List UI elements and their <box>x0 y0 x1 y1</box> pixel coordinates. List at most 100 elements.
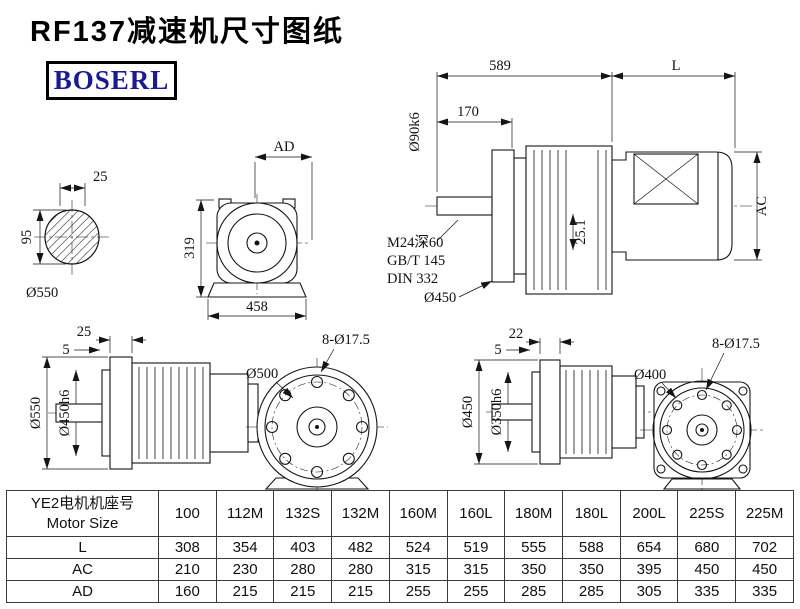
brand-logo: BOSERL <box>46 61 177 100</box>
page-title: RF137减速机尺寸图纸 <box>30 16 345 48</box>
table-cell: 403 <box>273 536 333 559</box>
table-cell: 280 <box>331 558 390 581</box>
dim-outer-dia: Ø450 <box>460 396 476 428</box>
table-cell: 680 <box>677 536 737 559</box>
dim-spigot-dia: Ø450h6 <box>57 390 73 437</box>
table-cell: 450 <box>677 558 737 581</box>
col-header: 112M <box>215 490 275 537</box>
table-row-l: L 308 354 403 482 524 519 555 588 654 68… <box>6 536 794 559</box>
dim-458: 458 <box>246 299 268 315</box>
table-cell: 215 <box>273 580 333 603</box>
dim-flange-dia: Ø450 <box>424 290 456 306</box>
table-row-ad: AD 160 215 215 215 255 255 285 285 305 3… <box>6 580 794 603</box>
dim-flange-thickness: 22 <box>509 326 524 342</box>
table-cell: 285 <box>562 580 621 603</box>
col-header: 180M <box>504 490 564 537</box>
dim-ad: AD <box>274 139 295 155</box>
dim-319: 319 <box>182 237 198 259</box>
technical-drawing: 25 95 Ø550 AD 319 <box>19 58 770 490</box>
spigot <box>531 371 541 453</box>
dim-tap: M24深60 <box>387 234 443 251</box>
flange-foot <box>662 478 742 490</box>
row-label: AD <box>6 580 159 603</box>
flange-foot <box>264 477 370 490</box>
table-row-ac: AC 210 230 280 280 315 315 350 350 395 4… <box>6 558 794 581</box>
row-label: AC <box>6 558 159 581</box>
dim-shaft-height: 95 <box>19 230 35 245</box>
table-cell: 230 <box>215 558 275 581</box>
motor-size-header-en: Motor Size <box>46 514 119 532</box>
brand-logo-text: BOSERL <box>53 65 170 95</box>
table-cell: 654 <box>619 536 679 559</box>
gear-housing <box>525 145 613 295</box>
dim-holes: 8-Ø17.5 <box>712 336 760 352</box>
table-cell: 210 <box>158 558 217 581</box>
flange-foot <box>207 282 307 298</box>
dim-170: 170 <box>457 104 479 120</box>
standard-din: DIN 332 <box>387 271 438 287</box>
table-cell: 335 <box>677 580 737 603</box>
row-label: L <box>6 536 159 559</box>
table-cell: 395 <box>619 558 679 581</box>
dim-holes: 8-Ø17.5 <box>322 332 370 348</box>
table-cell: 519 <box>446 536 506 559</box>
table-cell: 482 <box>331 536 390 559</box>
body-fins <box>138 367 204 459</box>
standard-gbt: GB/T 145 <box>387 253 445 269</box>
flange-front-view: AD 319 458 <box>182 139 313 320</box>
dim-flange-thickness: 25 <box>77 324 92 340</box>
spigot <box>101 369 111 457</box>
table-cell: 160 <box>158 580 217 603</box>
col-header: 160M <box>388 490 448 537</box>
side-view-left: 25 5 Ø550 Ø450h6 <box>28 324 266 470</box>
dim-keyway-width: 25 <box>93 169 108 185</box>
bolt-holes <box>661 389 743 471</box>
table-cell: 280 <box>273 558 333 581</box>
table-cell: 315 <box>388 558 448 581</box>
col-header: 180L <box>562 490 621 537</box>
table-header-row: YE2电机机座号 Motor Size 100 112M 132S 132M 1… <box>6 490 794 537</box>
dim-spigot-depth: 5 <box>494 342 501 358</box>
table-cell: 255 <box>388 580 448 603</box>
col-header: 132S <box>273 490 333 537</box>
dim-key-height: 25.1 <box>573 219 589 244</box>
table-cell: 305 <box>619 580 679 603</box>
table-cell: 555 <box>504 536 564 559</box>
col-header: 100 <box>158 490 217 537</box>
main-assembly-view: 589 L 170 Ø90k6 M24深60 GB/T 145 DIN 332 … <box>387 58 770 306</box>
table-cell: 285 <box>504 580 564 603</box>
table-cell: 524 <box>388 536 448 559</box>
dim-spigot-depth: 5 <box>62 342 69 358</box>
motor-size-header-cn: YE2电机机座号 <box>30 494 135 512</box>
gear-body <box>559 365 613 459</box>
side-view-right: 22 5 Ø450 Ø350h6 <box>460 326 652 465</box>
body-fins <box>565 370 607 454</box>
shaft-section-circle <box>44 209 100 265</box>
output-flange <box>491 149 515 283</box>
dim-l: L <box>672 58 681 74</box>
table-cell: 255 <box>446 580 506 603</box>
col-header: 132M <box>331 490 390 537</box>
table-cell: 702 <box>735 536 794 559</box>
dim-589: 589 <box>489 58 511 74</box>
motor-size-table: YE2电机机座号 Motor Size 100 112M 132S 132M 1… <box>6 490 794 603</box>
col-header: 200L <box>619 490 679 537</box>
table-cell: 588 <box>562 536 621 559</box>
motor-size-header: YE2电机机座号 Motor Size <box>6 490 159 537</box>
housing-fins <box>533 150 607 290</box>
dim-ac: AC <box>754 196 770 216</box>
flange-disc <box>109 356 133 470</box>
table-cell: 315 <box>446 558 506 581</box>
dim-shaft-dia: Ø90k6 <box>407 112 423 151</box>
shaft-section-view: 25 95 Ø550 <box>19 169 112 301</box>
col-header: 225S <box>677 490 737 537</box>
input-shaft <box>436 196 493 216</box>
table-cell: 215 <box>331 580 390 603</box>
flange-face-right: Ø400 8-Ø17.5 <box>634 336 764 490</box>
dim-outer-dia: Ø550 <box>28 397 44 429</box>
dim-shaft-outer-dia: Ø550 <box>26 285 58 301</box>
table-cell: 335 <box>735 580 794 603</box>
flange-face-left: Ø500 8-Ø17.5 <box>246 332 388 490</box>
table-cell: 350 <box>504 558 564 581</box>
